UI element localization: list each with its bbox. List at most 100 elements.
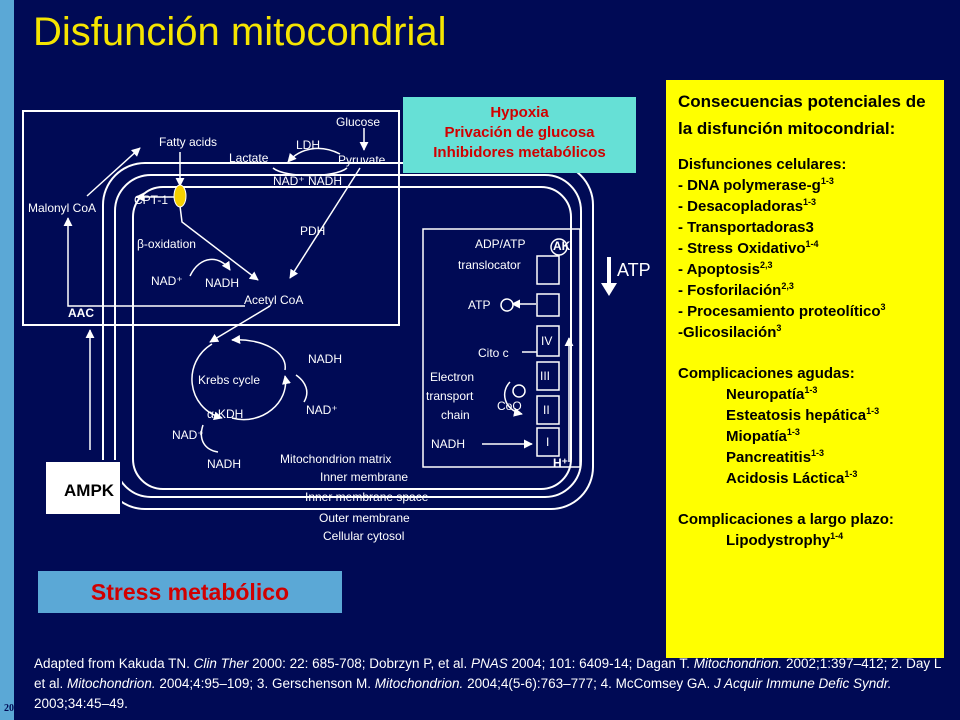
nad-plus-krebs-right-label: NAD⁺ xyxy=(306,403,338,417)
acute-title: Complicaciones agudas: xyxy=(678,365,855,382)
cpt1-oval xyxy=(173,184,187,208)
complex-iv-label: IV xyxy=(541,334,552,348)
outer-membrane-outline xyxy=(102,162,594,510)
nad-plus-krebs-left-label: NAD⁺ xyxy=(172,428,204,442)
mito-matrix-label: Mitochondrion matrix xyxy=(280,452,391,466)
cellular-item-text: - DNA polymerase-g xyxy=(678,177,821,194)
cellular-item-ref: 2,3 xyxy=(781,281,794,291)
consequences-panel: Consecuencias potenciales de la disfunci… xyxy=(666,80,944,658)
cellular-item: - Apoptosis2,3 xyxy=(678,259,934,280)
cellular-item: - DNA polymerase-g1-3 xyxy=(678,175,934,196)
inner-membrane-space-label: Inner membrane space xyxy=(305,490,429,504)
long-term-item-ref: 1-4 xyxy=(830,531,844,541)
acute-item-ref: 1-3 xyxy=(844,469,858,479)
coq-arrow xyxy=(503,381,523,417)
cellular-item-ref: 3 xyxy=(776,323,782,333)
atp-synthase-box xyxy=(536,293,560,317)
coq-label: CoQ xyxy=(497,399,522,413)
acute-item-text: Pancreatitis xyxy=(726,449,812,466)
adp-atp-label: ADP/ATP xyxy=(475,237,525,251)
cellular-item: - Procesamiento proteolítico3 xyxy=(678,301,934,322)
cellular-item-ref: 3 xyxy=(880,302,886,312)
acute-item-ref: 1-3 xyxy=(866,406,880,416)
nadh-beta-label: NADH xyxy=(205,276,239,290)
acute-item-text: Miopatía xyxy=(726,428,787,445)
cito-c-label: Cito c xyxy=(478,346,509,360)
reference-journal: Mitochondrion. xyxy=(374,676,464,691)
reference-text: 2004; 101: 6409-14; Dagan T. xyxy=(507,656,694,671)
page-number: 20 xyxy=(4,703,14,714)
nad-nadh-top-label: NAD⁺ NADH xyxy=(273,174,342,188)
complex-i-label: I xyxy=(546,435,549,449)
acetyl-to-krebs-arrow xyxy=(209,305,271,343)
reference-text: 2003;34:45–49. xyxy=(34,696,128,711)
ldh-arrow xyxy=(287,147,341,163)
acute-item: Miopatía1-3 xyxy=(678,426,934,447)
reference-journal: Clin Ther xyxy=(193,656,249,671)
hypoxia-box: Hypoxia Privación de glucosa Inhibidores… xyxy=(403,97,636,173)
malonyl-coa-label: Malonyl CoA xyxy=(28,201,96,215)
atp-inside-label: ATP xyxy=(468,298,490,312)
beta-oxidation-label: β-oxidation xyxy=(137,237,196,251)
acute-item-ref: 1-3 xyxy=(811,448,825,458)
reference-text: Adapted from Kakuda TN. xyxy=(34,656,194,671)
cellular-item: -Glicosilación3 xyxy=(678,322,934,343)
cellular-item-ref: 1-4 xyxy=(805,239,819,249)
lactate-label: Lactate xyxy=(229,151,269,165)
krebs-left-arc xyxy=(191,343,223,421)
cellular-item: - Stress Oxidativo1-4 xyxy=(678,238,934,259)
cellular-item-text: - Transportadoras3 xyxy=(678,219,814,236)
nad-nadh-curve xyxy=(272,167,348,177)
reference-text: 2004;4:95–109; 3. Gerschenson M. xyxy=(155,676,375,691)
slide-title: Disfunción mitocondrial xyxy=(33,10,447,54)
acute-item: Neuropatía1-3 xyxy=(678,384,934,405)
inner-membrane-space-outline xyxy=(114,174,582,498)
cellular-item-ref: 1-3 xyxy=(820,176,834,186)
cellular-item-text: - Stress Oxidativo xyxy=(678,240,806,257)
fatty-acids-label: Fatty acids xyxy=(159,135,217,149)
complex-iii-label: III xyxy=(540,369,550,383)
hypoxia-line-3: Inhibidores metabólicos xyxy=(433,144,606,161)
long-term-title: Complicaciones a largo plazo: xyxy=(678,511,894,528)
nad-plus-beta-label: NAD⁺ xyxy=(151,274,183,288)
acute-item-ref: 1-3 xyxy=(786,427,800,437)
krebs-bottom-curve xyxy=(200,424,219,453)
coq-circle xyxy=(512,384,526,398)
cellular-item-text: - Desacopladoras xyxy=(678,198,804,215)
reference-journal: PNAS xyxy=(471,656,508,671)
complex-i-box xyxy=(536,427,560,457)
cellular-item-ref: 1-3 xyxy=(803,197,817,207)
references: Adapted from Kakuda TN. Clin Ther 2000: … xyxy=(34,654,954,714)
complex-iv-box xyxy=(536,325,560,357)
hypoxia-line-2: Privación de glucosa xyxy=(444,124,595,141)
stress-metabolic-box: Stress metabólico xyxy=(38,571,342,613)
complex-iii-box xyxy=(536,361,560,391)
ak-circle xyxy=(550,238,568,256)
aac-label: AAC xyxy=(68,306,94,320)
nadh-chain-label: NADH xyxy=(431,437,465,451)
inner-membrane-label: Inner membrane xyxy=(320,470,408,484)
transport-label: transport xyxy=(426,389,474,403)
cellular-item-text: - Apoptosis xyxy=(678,261,760,278)
reference-journal: Mitochondrion. xyxy=(67,676,156,691)
atp-export-head xyxy=(601,283,617,296)
acetyl-to-malonyl-arrow xyxy=(63,217,245,307)
cellular-item: - Desacopladoras1-3 xyxy=(678,196,934,217)
cellular-item-text: - Procesamiento proteolítico xyxy=(678,303,881,320)
cellular-item-text: -Glicosilación xyxy=(678,324,777,341)
complex-ii-box xyxy=(536,395,560,425)
cytosol-box xyxy=(22,110,400,326)
cellular-list: - DNA polymerase-g1-3- Desacopladoras1-3… xyxy=(678,175,934,343)
cpt1-label: CPT-1 xyxy=(134,193,168,207)
cellular-title: Disfunciones celulares: xyxy=(678,156,847,173)
translocator-box xyxy=(536,255,560,285)
ak-label: AK xyxy=(553,239,571,253)
krebs-bottom-arc xyxy=(231,375,291,421)
h-plus-label: H⁺ xyxy=(553,456,568,470)
ampk-label: AMPK xyxy=(64,481,115,500)
atp-output-label: ATP xyxy=(617,260,651,280)
nadh-krebs-right-label: NADH xyxy=(308,352,342,366)
acute-item: Esteatosis hepática1-3 xyxy=(678,405,934,426)
acute-item: Pancreatitis1-3 xyxy=(678,447,934,468)
acute-item: Acidosis Láctica1-3 xyxy=(678,468,934,489)
